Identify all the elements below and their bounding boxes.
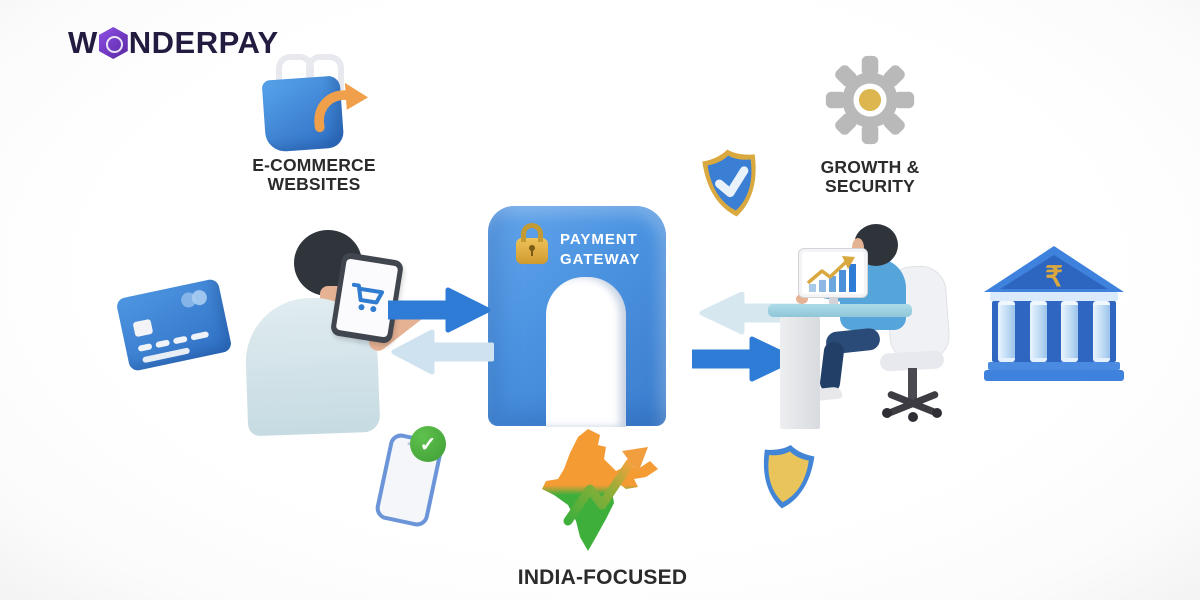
tablet-screen: [335, 258, 399, 338]
merchant-analyst-figure: [768, 224, 960, 432]
gold-shield-icon: [747, 437, 829, 520]
india-map-icon: [528, 424, 678, 566]
shopper-figure: [224, 226, 429, 437]
bag-handle-right: [306, 54, 344, 90]
india-outline: [542, 429, 658, 551]
monitor: [798, 248, 868, 298]
desk-leg: [780, 317, 820, 429]
growth-arrow: [563, 458, 635, 526]
shield-check-icon: [691, 141, 773, 224]
shopping-cart-icon: [351, 282, 385, 313]
bank-column: [1061, 301, 1079, 362]
arrow-right-dark: [388, 287, 491, 333]
success-check-badge: ✓: [410, 426, 446, 462]
india-focused-label: INDIA-FOCUSED: [517, 566, 688, 589]
phone-check-icon: ✓: [373, 426, 450, 529]
gear-icon: [824, 50, 916, 150]
credit-card-icon: [115, 277, 233, 373]
padlock-icon: [516, 223, 548, 264]
growth-security-label: GROWTH & SECURITY: [820, 157, 920, 196]
wonderpay-logo: W NDER PAY: [68, 26, 279, 60]
bank-column: [1092, 301, 1110, 362]
gateway-opening: [546, 277, 626, 427]
bank-colonnade: [992, 301, 1116, 362]
card-chip: [132, 318, 154, 338]
arrow-left-light: [391, 329, 494, 375]
bank-icon: ₹: [984, 246, 1124, 381]
bank-column: [998, 301, 1015, 362]
logo-text-pay: PAY: [218, 25, 279, 60]
orange-curve-arrow-icon: [314, 82, 369, 133]
tablet-device: [329, 251, 405, 345]
logo-hexagon-icon: [98, 27, 128, 59]
gateway-label: PAYMENT GATEWAY: [560, 231, 641, 268]
shopping-bag-icon: [260, 54, 370, 153]
flow-arrows-shopper-gateway: [388, 287, 494, 375]
card-brand-circles: [179, 288, 213, 310]
bank-pediment: ₹: [984, 246, 1124, 292]
arrow-right-dark: [692, 336, 797, 382]
ecommerce-label: E-COMMERCE WEBSITES: [252, 155, 376, 194]
logo-text-start: W: [68, 25, 98, 60]
desk-top: [768, 304, 912, 317]
logo-text-mid: NDER: [128, 25, 219, 60]
payment-gateway-arch: PAYMENT GATEWAY: [488, 206, 666, 427]
bank-column: [1029, 301, 1047, 362]
monitor-screen: [802, 252, 864, 294]
rupee-symbol: ₹: [1045, 261, 1063, 292]
growth-chart-icon: [807, 256, 856, 292]
